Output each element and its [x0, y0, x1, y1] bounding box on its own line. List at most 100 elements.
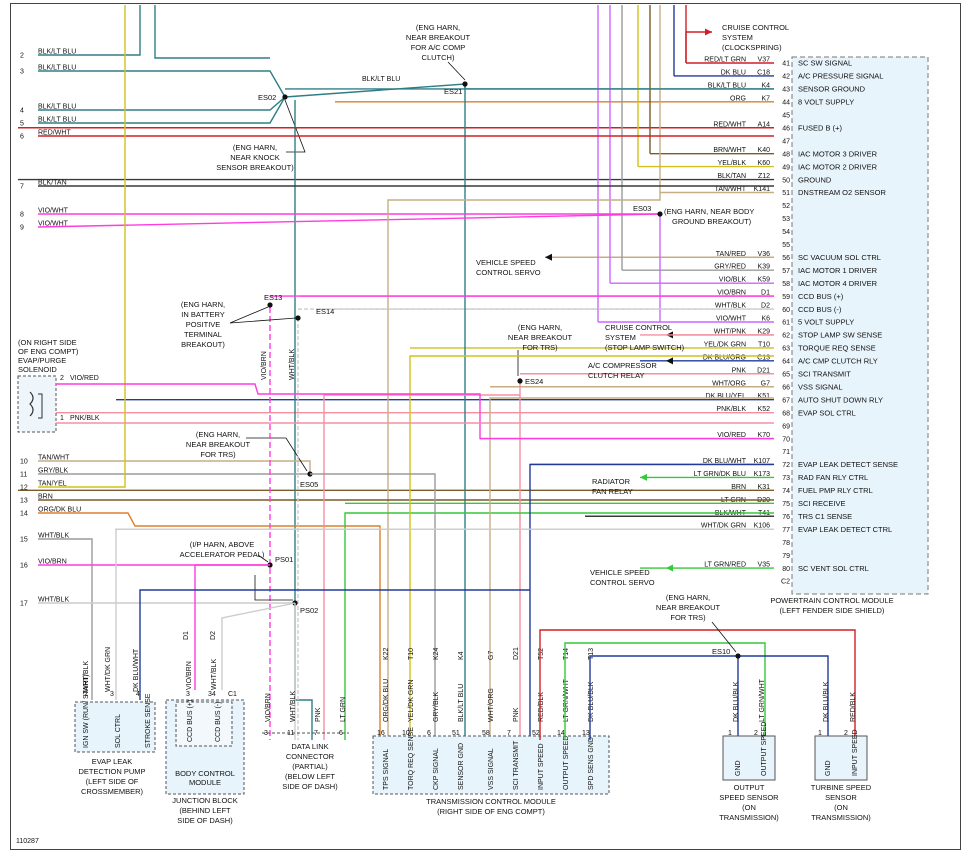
tcm-wire-label: ORG/DK BLU: [383, 679, 390, 722]
rad-relay-label: RADIATOR: [592, 477, 631, 486]
tcm-pin: 58: [482, 730, 490, 737]
es24-note: (ENG HARN,: [518, 323, 562, 332]
tcm-pin: 13: [582, 730, 590, 737]
pcm-pin-number: 67: [782, 397, 790, 404]
oss-caption: OUTPUT: [734, 783, 765, 792]
dlc-pnk-wire: [323, 394, 520, 740]
pcm-pin-number: 42: [782, 74, 790, 81]
es05-note: (ENG HARN,: [196, 430, 240, 439]
pcm-pin-number: 57: [782, 268, 790, 275]
evap-pump-wire-label: WHT/DK GRN: [105, 647, 112, 692]
bcm-d1-wire: [194, 564, 270, 690]
pcm-pin-wire-color: WHT/DK GRN: [701, 523, 746, 530]
es05-note: NEAR BREAKOUT: [186, 440, 251, 449]
es13-note: POSITIVE: [186, 320, 221, 329]
pcm-pin-number: 73: [782, 475, 790, 482]
tcm-wire-label: DK BLU/BLK: [588, 681, 595, 722]
dlc-pin: 7: [314, 730, 318, 737]
es02-wire-label: BLK/LT BLU: [362, 76, 400, 83]
tcm-circuit: T13: [588, 648, 595, 660]
torque-req-wire: [409, 355, 774, 740]
pcm-pin-number: C2: [781, 579, 790, 586]
tcm-circuit: T14: [563, 648, 570, 660]
es03-dot: [657, 211, 663, 217]
pcm-pin-circuit: C13: [757, 354, 770, 361]
tcm-wire-label: WHT/ORG: [488, 688, 495, 722]
tcm-pin: 7: [507, 730, 511, 737]
tcm-body: [372, 735, 610, 795]
dlc-caption: DATA LINK: [291, 742, 328, 751]
pcm-pin-function: VSS SIGNAL: [798, 382, 843, 391]
pcm-pin-number: 75: [782, 501, 790, 508]
pcm-pin-wire-color: ORG: [730, 95, 746, 102]
junction-block-caption: JUNCTION BLOCK: [172, 796, 237, 805]
pcm-pin-wire-color: VIO/RED: [717, 432, 746, 439]
pcm-pin-function: SC VENT SOL CTRL: [798, 564, 869, 573]
bcm-function: CCD BUS (+): [187, 700, 194, 742]
pcm-pin-number: 46: [782, 125, 790, 132]
input-speed-wire: [539, 629, 856, 740]
pcm-pin-function: EVAP SOL CTRL: [798, 408, 856, 417]
rad-relay-arrow: [640, 473, 647, 481]
junction-block-caption: SIDE OF DASH): [177, 816, 233, 825]
oss-caption: (ON: [742, 803, 756, 812]
pcm-pin-number: 53: [782, 216, 790, 223]
evap-solenoid-caption: OF ENG COMPT): [18, 347, 79, 356]
es05-leader: [246, 437, 308, 472]
left-wire-number: 17: [20, 601, 28, 608]
dlc-pin: 6: [339, 730, 343, 737]
evap-solenoid-pin: 1: [60, 415, 64, 422]
pcm-pin-number: 60: [782, 307, 790, 314]
es05-label: ES05: [300, 480, 318, 489]
pcm-pin-wire-color: LT GRN/RED: [704, 562, 746, 569]
cruise-clockspring-label: (CLOCKSPRING): [722, 43, 782, 52]
oss-function: OUTPUT SPEED: [761, 722, 768, 776]
pcm-pin-function: RAD FAN RLY CTRL: [798, 473, 868, 482]
bcm-circuit: D1: [183, 631, 190, 640]
evap-pump-wire-label: DK BLU/WHT: [133, 648, 140, 692]
left-wire-number: 2: [20, 53, 24, 60]
left-wire-number: 10: [20, 459, 28, 466]
es02-note: SENSOR BREAKOUT): [216, 163, 294, 172]
stop-lamp-label: CRUISE CONTROL: [605, 323, 672, 332]
dlc-caption: (BELOW LEFT: [285, 772, 335, 781]
left-wire-color: BLK/TAN: [38, 180, 67, 187]
bcm-d2-wire: [221, 602, 296, 690]
es02-dot: [282, 94, 288, 100]
left-wire-number: 12: [20, 485, 28, 492]
dlc-wire-label: VIO/BRN: [265, 693, 272, 722]
pcm-pin-wire-color: BRN: [731, 484, 746, 491]
pcm-pin-number: 45: [782, 113, 790, 120]
es21-note: FOR A/C COMP: [411, 43, 466, 52]
tcm-pin: 10: [402, 730, 410, 737]
es24-dot: [517, 378, 523, 384]
pcm-pin-function: 5 VOLT SUPPLY: [798, 318, 854, 327]
evap-solenoid-body: [17, 375, 57, 433]
tcm-function: TORQ REQ SENSE: [408, 727, 415, 790]
pcm-pin-number: 43: [782, 87, 790, 94]
dlc-pin: 3: [264, 730, 268, 737]
es14-leader: [229, 317, 297, 324]
left-wire-number: 5: [20, 121, 24, 128]
oss-caption: TRANSMISSION): [719, 813, 779, 822]
pcm-pin-wire-color: YEL/BLK: [718, 160, 747, 167]
tcm-caption: TRANSMISSION CONTROL MODULE: [426, 797, 556, 806]
es24-note: FOR TRS): [522, 343, 558, 352]
pcm-pin-wire-color: DK BLU/YEL: [706, 393, 747, 400]
es03-label: ES03: [633, 204, 651, 213]
tss-pin: 2: [844, 730, 848, 737]
pcm-pin-circuit: V36: [758, 251, 771, 258]
wire-14: [38, 512, 381, 740]
evap-pump-function: STROKE SENSE: [145, 693, 152, 748]
es10-label: ES10: [712, 647, 730, 656]
left-wire-color: TAN/YEL: [38, 481, 67, 488]
bcm-connector: C1: [228, 691, 237, 698]
vs-servo-arrow: [545, 253, 552, 261]
left-wire-color: GRY/BLK: [38, 468, 69, 475]
pcm-pin-circuit: K60: [758, 160, 771, 167]
tss-function: INPUT SPEED: [852, 729, 859, 776]
pcm-pin-number: 79: [782, 553, 790, 560]
oss-pin: 1: [728, 730, 732, 737]
evap-solenoid-caption: EVAP/PURGE: [18, 356, 66, 365]
